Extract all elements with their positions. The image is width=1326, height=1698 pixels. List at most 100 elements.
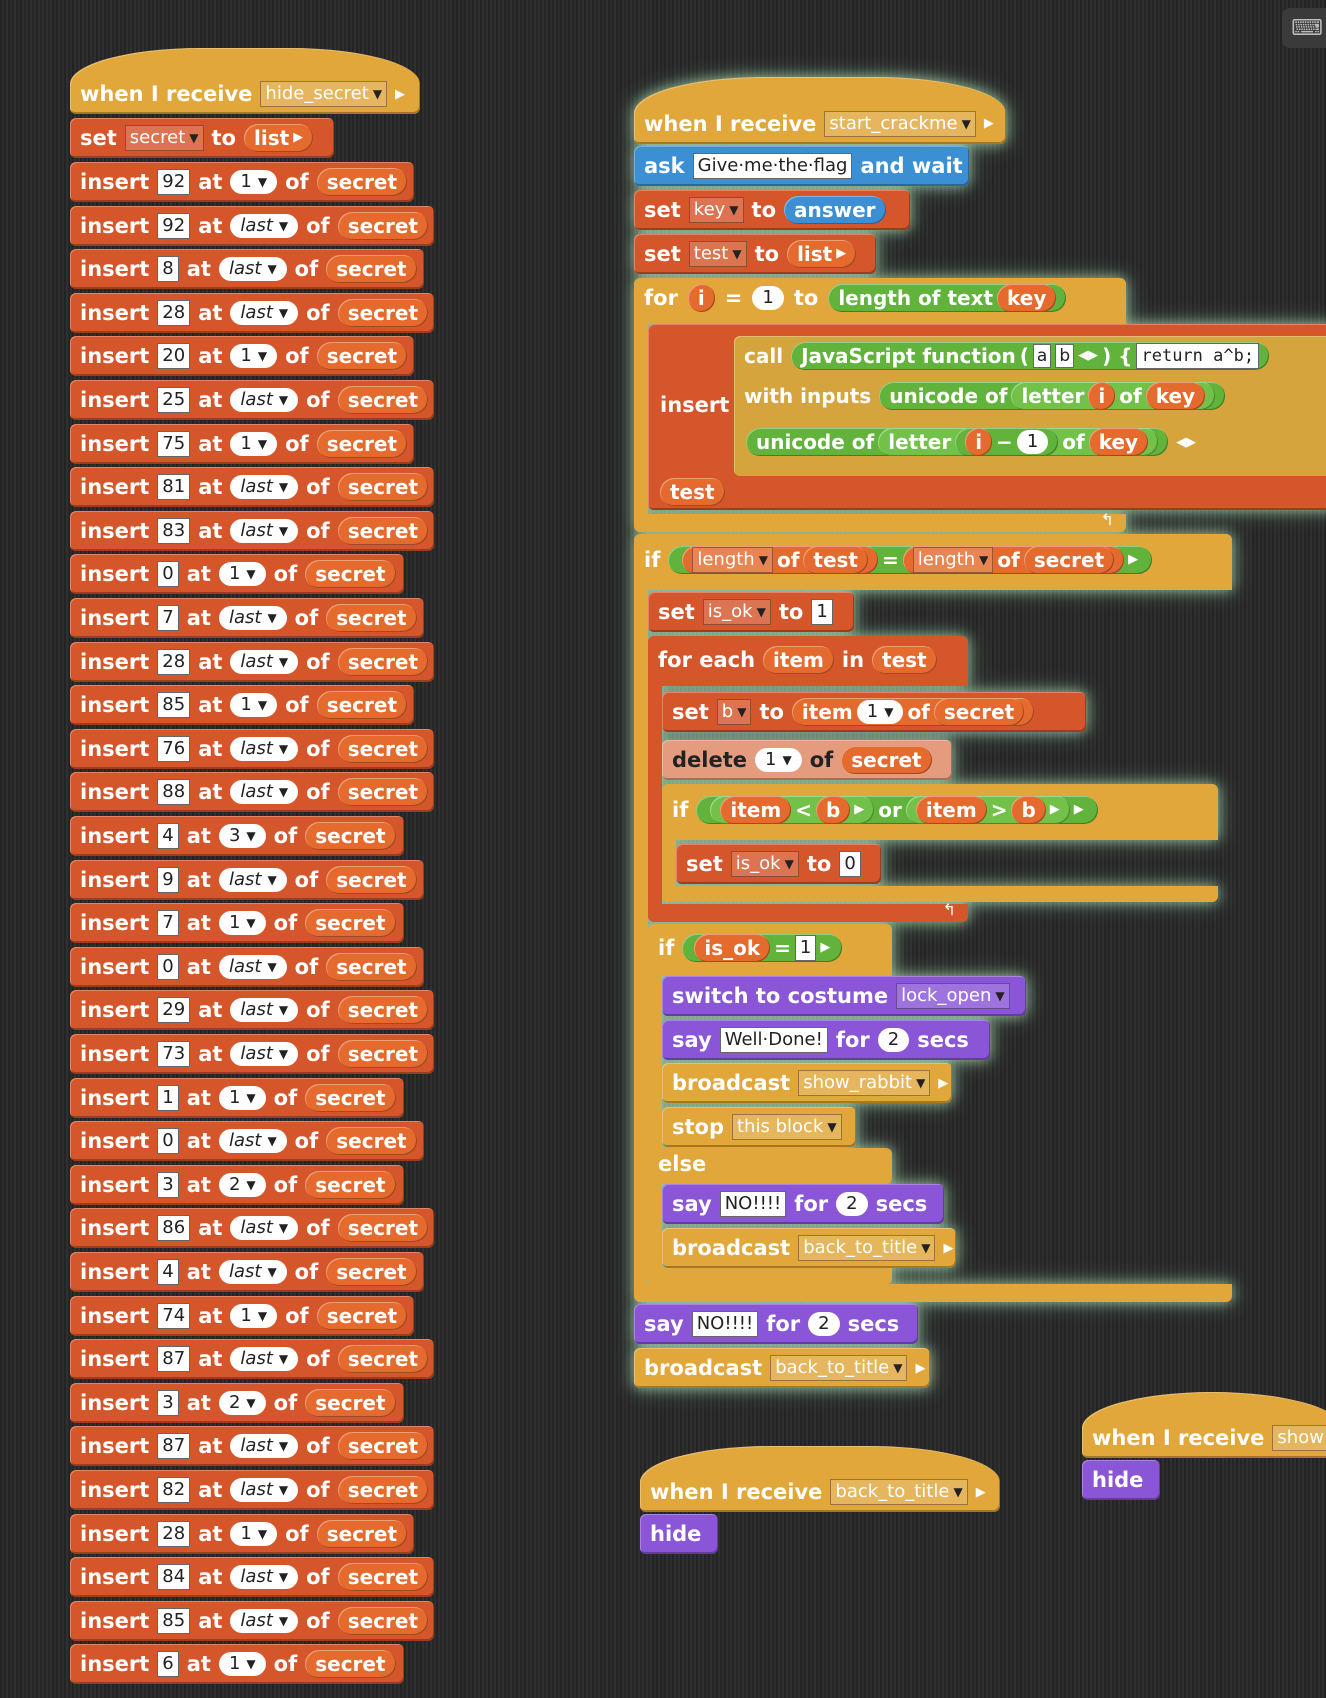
value-input[interactable]: 82 (157, 1477, 191, 1503)
arrow-right-icon[interactable]: ▶ (975, 1484, 986, 1500)
secret-variable[interactable]: secret (326, 255, 417, 284)
message-dropdown[interactable]: back_to_title▼ (798, 1235, 936, 1261)
secret-variable[interactable]: secret (316, 691, 407, 720)
set-secret-block[interactable]: set secret▼ to list▶ (70, 118, 334, 158)
test-variable[interactable]: test (660, 478, 725, 506)
item-variable[interactable]: item (763, 646, 834, 674)
position-dropdown[interactable]: 1▼ (230, 431, 278, 456)
value-input[interactable]: 9 (157, 866, 179, 893)
value-input[interactable]: 85 (157, 692, 191, 719)
value-input[interactable]: 73 (157, 1041, 191, 1067)
value-input[interactable]: 28 (157, 648, 191, 675)
secret-variable[interactable]: secret (1023, 546, 1115, 574)
secret-variable[interactable]: secret (316, 429, 407, 458)
position-dropdown[interactable]: last▼ (230, 998, 299, 1023)
message-dropdown[interactable]: start_crackme▼ (824, 110, 976, 137)
secret-variable[interactable]: secret (326, 604, 417, 632)
secret-variable[interactable]: secret (337, 1040, 429, 1068)
secret-variable[interactable]: secret (337, 386, 429, 414)
say-text-input[interactable]: Well·Done! (719, 1027, 828, 1053)
item-variable[interactable]: item (915, 796, 987, 824)
value-input[interactable]: 25 (157, 387, 191, 413)
message-dropdown[interactable]: show_rabbit▼ (798, 1070, 931, 1096)
position-dropdown[interactable]: last▼ (230, 300, 299, 325)
secret-variable[interactable]: secret (933, 698, 1025, 726)
secret-variable[interactable]: secret (337, 1345, 429, 1374)
i-variable[interactable]: i (687, 284, 715, 312)
var-dropdown[interactable]: secret▼ (124, 125, 204, 151)
var-dropdown[interactable]: is_ok▼ (702, 599, 771, 625)
position-dropdown[interactable]: last▼ (218, 954, 287, 979)
position-dropdown[interactable]: last▼ (230, 1434, 299, 1459)
value-input[interactable]: 0 (157, 953, 179, 980)
secret-variable[interactable]: secret (337, 473, 429, 502)
secret-variable[interactable]: secret (305, 909, 396, 938)
message-dropdown[interactable]: back_to_title▼ (830, 1479, 968, 1505)
set-is-ok-zero-block[interactable]: set is_ok▼ to 0 (676, 844, 881, 884)
hat-when-i-receive-back-to-title[interactable]: when I receive back_to_title▼ ▶ (640, 1446, 1000, 1512)
value-input[interactable]: 88 (157, 779, 191, 806)
var-dropdown[interactable]: b▼ (716, 699, 752, 725)
value-input[interactable]: 0 (839, 851, 861, 877)
broadcast-back-to-title-block[interactable]: broadcast back_to_title▼ ▶ (662, 1228, 956, 1268)
arrow-right-icon[interactable]: ▶ (915, 1360, 926, 1376)
set-is-ok-block[interactable]: set is_ok▼ to 1 (648, 592, 854, 632)
secs-input[interactable]: 2 (877, 1028, 910, 1052)
position-dropdown[interactable]: 1▼ (230, 1303, 278, 1328)
value-input[interactable]: 4 (157, 1259, 179, 1285)
position-dropdown[interactable]: last▼ (230, 1478, 299, 1502)
value-input[interactable]: 92 (157, 169, 191, 195)
value-input[interactable]: 75 (157, 430, 191, 457)
position-dropdown[interactable]: 1▼ (218, 911, 266, 936)
value-input[interactable]: 29 (157, 997, 191, 1024)
value-input[interactable]: 86 (157, 1215, 191, 1242)
value-input[interactable]: 1 (157, 1084, 179, 1111)
value-input[interactable]: 4 (157, 823, 179, 849)
attribute-dropdown[interactable]: length▼ (692, 547, 773, 573)
message-dropdown[interactable]: show (1272, 1425, 1326, 1451)
arrows-icon[interactable]: ◀▶ (1176, 434, 1197, 450)
broadcast-back-to-title-outer-block[interactable]: broadcast back_to_title▼ ▶ (634, 1348, 930, 1388)
arrow-right-icon[interactable]: ▶ (395, 86, 406, 102)
item-of-reporter[interactable]: item 1▼ of secret (791, 698, 1035, 726)
value-input[interactable]: 83 (157, 517, 191, 544)
value-input[interactable]: 7 (157, 910, 179, 937)
say-no-block[interactable]: say NO!!!! for 2 secs (662, 1184, 944, 1224)
position-dropdown[interactable]: last▼ (230, 649, 299, 674)
position-dropdown[interactable]: 3▼ (218, 824, 266, 848)
secret-variable[interactable]: secret (337, 1214, 429, 1243)
key-variable[interactable]: key (1145, 382, 1206, 410)
var-dropdown[interactable]: is_ok▼ (730, 851, 799, 877)
secret-variable[interactable]: secret (305, 822, 396, 850)
is-ok-variable[interactable]: is_ok (694, 934, 771, 962)
secret-variable[interactable]: secret (337, 1476, 429, 1504)
value-input[interactable]: 8 (157, 256, 179, 283)
position-dropdown[interactable]: last▼ (230, 518, 299, 543)
var-dropdown[interactable]: test▼ (688, 241, 747, 267)
value-input[interactable]: 20 (157, 343, 191, 370)
secs-input[interactable]: 2 (836, 1192, 868, 1216)
value-input[interactable]: 3 (157, 1389, 179, 1416)
position-dropdown[interactable]: last▼ (230, 780, 299, 805)
index-dropdown[interactable]: 1▼ (755, 748, 802, 772)
position-dropdown[interactable]: last▼ (230, 475, 299, 500)
